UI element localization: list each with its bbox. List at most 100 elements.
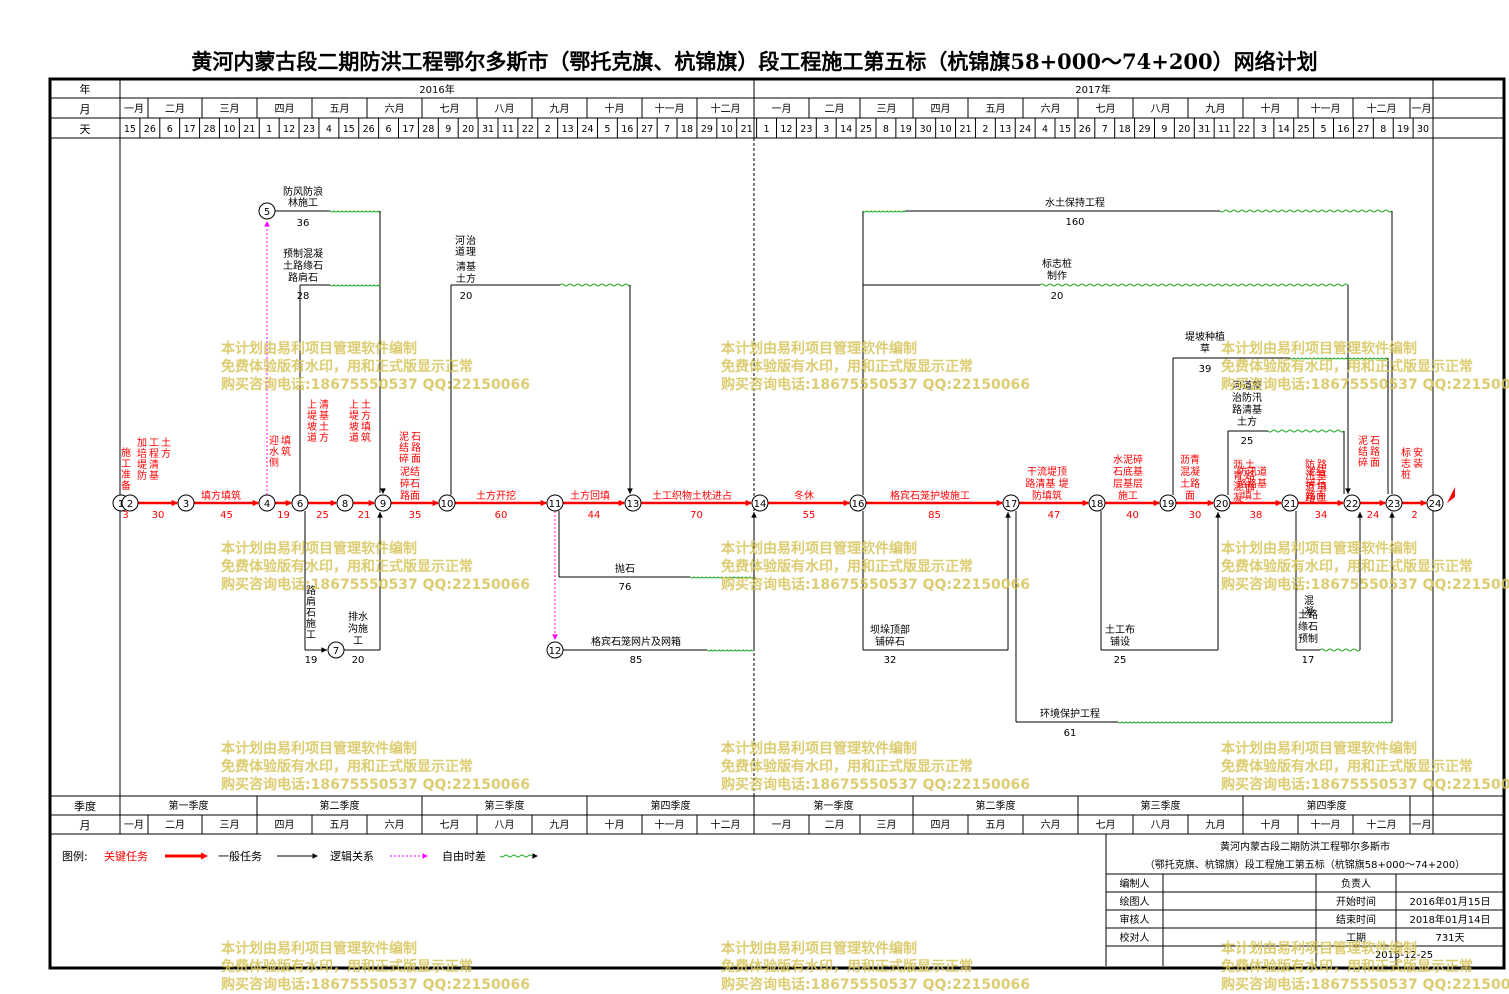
quarter-label: 第三季度 bbox=[1141, 799, 1181, 812]
node-circle bbox=[849, 494, 867, 512]
vertical-label-char: 桩 bbox=[1401, 468, 1411, 481]
critical-task-name: 土方开挖 bbox=[476, 489, 516, 502]
event-node[interactable]: 24 bbox=[1426, 494, 1444, 512]
node-circle bbox=[121, 494, 139, 512]
event-node[interactable]: 8 bbox=[336, 494, 354, 512]
event-node[interactable]: 16 bbox=[849, 494, 867, 512]
month-label: 一月 bbox=[124, 103, 144, 115]
vertical-label-char: 土 bbox=[361, 398, 371, 411]
general-duration: 85 bbox=[630, 655, 643, 666]
node-number: 16 bbox=[852, 499, 865, 510]
info-value: 731天 bbox=[1435, 933, 1464, 944]
event-node[interactable]: 17 bbox=[1002, 494, 1020, 512]
critical-arrow bbox=[1379, 499, 1386, 507]
event-node[interactable]: 2 bbox=[121, 494, 139, 512]
day-label: 7 bbox=[664, 124, 670, 135]
legend-critical-label: 关键任务 bbox=[104, 849, 148, 863]
month-label: 一月 bbox=[124, 819, 144, 831]
critical-task-name: 填土 bbox=[1242, 489, 1262, 502]
critical-task-name: 沥青 bbox=[1180, 453, 1200, 466]
month-label: 七月 bbox=[440, 103, 460, 115]
event-node[interactable]: 22 bbox=[1343, 494, 1361, 512]
quarter-label: 第一季度 bbox=[814, 799, 854, 812]
general-task-name: 防风防浪 bbox=[283, 185, 323, 198]
node-circle bbox=[1159, 494, 1177, 512]
critical-arrow bbox=[1337, 499, 1344, 507]
vertical-label-char: 水 bbox=[269, 446, 279, 458]
event-node[interactable]: 21 bbox=[1281, 494, 1299, 512]
vertical-label-char: 青 bbox=[1233, 469, 1243, 482]
vertical-label-char: 治 bbox=[466, 234, 476, 247]
month-label: 五月 bbox=[986, 103, 1006, 115]
event-node[interactable]: 12 bbox=[546, 641, 564, 659]
day-label: 1 bbox=[764, 124, 770, 135]
event-node[interactable]: 11 bbox=[546, 494, 564, 512]
event-node[interactable]: 7 bbox=[327, 641, 345, 659]
critical-duration: 44 bbox=[588, 510, 601, 521]
vertical-label-char: 面 bbox=[1370, 458, 1380, 469]
month-label: 四月 bbox=[275, 103, 295, 115]
arrow-head bbox=[321, 647, 327, 653]
month-label: 三月 bbox=[877, 819, 897, 831]
critical-duration: 24 bbox=[1367, 510, 1380, 521]
event-node[interactable]: 3 bbox=[177, 494, 195, 512]
general-task-name: 治理 bbox=[466, 234, 476, 258]
general-duration: 25 bbox=[1241, 436, 1254, 447]
event-node[interactable]: 18 bbox=[1088, 494, 1106, 512]
event-node[interactable]: 14 bbox=[751, 494, 769, 512]
quarter-label: 第二季度 bbox=[320, 799, 360, 812]
free-float-line bbox=[1219, 209, 1393, 213]
legend-arrow bbox=[312, 853, 318, 859]
month-label: 十一月 bbox=[655, 818, 685, 831]
critical-task-name: 标志桩 bbox=[1401, 447, 1411, 481]
arrow-head bbox=[377, 512, 383, 518]
event-node[interactable]: 9 bbox=[374, 494, 392, 512]
vertical-label-char: 装 bbox=[1413, 457, 1423, 470]
event-node[interactable]: 20 bbox=[1213, 494, 1231, 512]
info-label: 绘图人 bbox=[1120, 895, 1150, 908]
general-duration: 20 bbox=[1051, 291, 1064, 302]
critical-task-name: 面 bbox=[1185, 491, 1195, 502]
free-float-line bbox=[706, 649, 755, 652]
month-label: 九月 bbox=[550, 103, 570, 115]
day-label: 8 bbox=[883, 124, 889, 135]
critical-arrow bbox=[1153, 499, 1160, 507]
critical-arrow bbox=[1207, 499, 1214, 507]
event-node[interactable]: 6 bbox=[291, 494, 309, 512]
event-node[interactable]: 23 bbox=[1385, 494, 1403, 512]
day-label: 25 bbox=[860, 124, 872, 135]
day-label: 11 bbox=[502, 124, 514, 135]
critical-task-name: 泥结 bbox=[400, 465, 420, 478]
node-number: 21 bbox=[1284, 499, 1297, 510]
month-label: 八月 bbox=[495, 103, 515, 115]
legend-arrow bbox=[422, 853, 428, 859]
critical-task-name: 碎石 bbox=[1306, 477, 1326, 490]
month-label: 十月 bbox=[1261, 818, 1281, 831]
month-label: 七月 bbox=[1096, 103, 1116, 115]
node-number: 4 bbox=[264, 499, 270, 510]
vertical-label-char: 凝 bbox=[1304, 606, 1314, 618]
vertical-label-char: 肩 bbox=[306, 595, 316, 608]
vertical-label-char: 石 bbox=[411, 432, 421, 443]
critical-task-name: 路路基 bbox=[1237, 477, 1267, 490]
vertical-label-char: 程 bbox=[149, 448, 159, 460]
event-node[interactable]: 13 bbox=[624, 494, 642, 512]
month-label: 五月 bbox=[330, 819, 350, 831]
day-label: 27 bbox=[641, 124, 653, 135]
arrow-head bbox=[751, 512, 757, 518]
day-label: 31 bbox=[1198, 124, 1210, 135]
node-number: 11 bbox=[549, 499, 562, 510]
month-label: 十月 bbox=[605, 102, 625, 115]
month-label: 八月 bbox=[1151, 819, 1171, 831]
event-node[interactable]: 4 bbox=[258, 494, 276, 512]
node-number: 22 bbox=[1346, 499, 1359, 510]
critical-duration: 3 bbox=[122, 510, 128, 521]
day-label: 17 bbox=[184, 124, 196, 135]
event-node[interactable]: 5 bbox=[258, 202, 276, 220]
event-node[interactable]: 19 bbox=[1159, 494, 1177, 512]
critical-task-name: 土方 bbox=[161, 436, 171, 460]
node-circle bbox=[258, 202, 276, 220]
event-node[interactable]: 10 bbox=[438, 494, 456, 512]
vertical-label-char: 工 bbox=[121, 459, 131, 470]
